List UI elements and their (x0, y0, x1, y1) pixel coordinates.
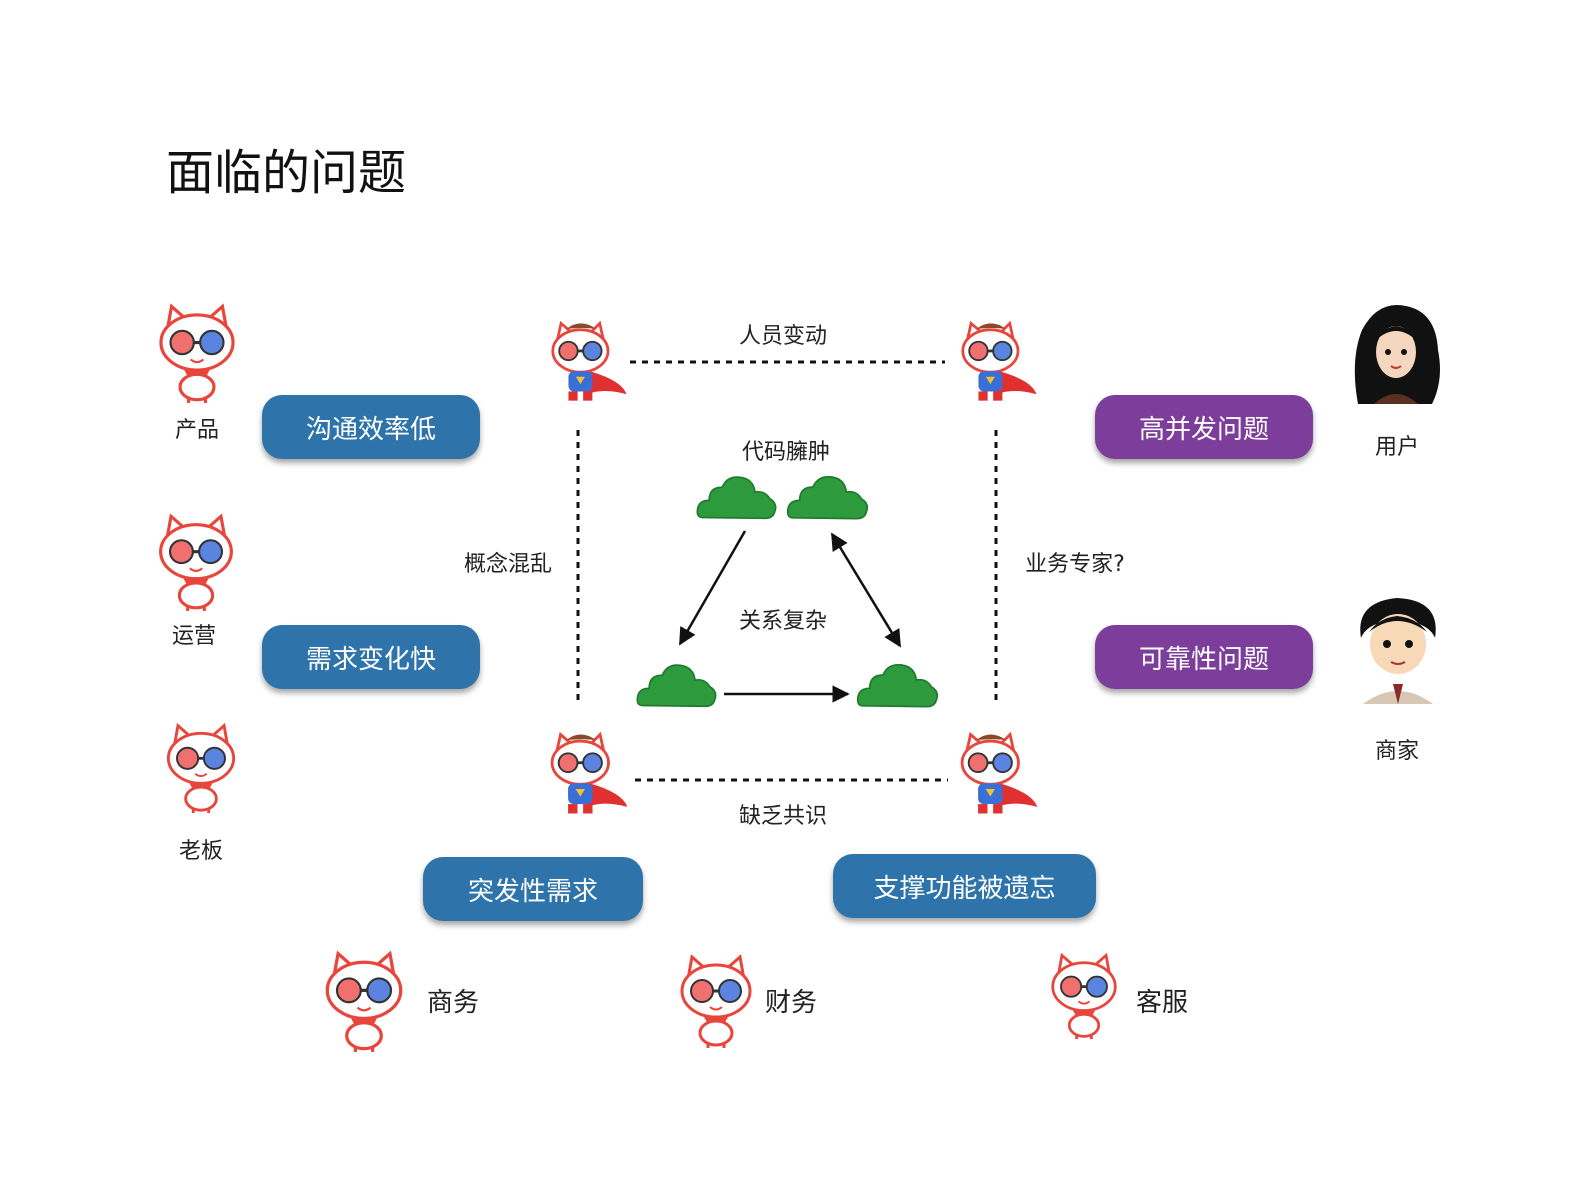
edge-label-right: 业务专家? (1025, 552, 1125, 577)
role-label-finance: 财务 (765, 988, 818, 1018)
edge-label-left: 概念混乱 (463, 552, 553, 577)
stakeholder-label-merchant: 商家 (1374, 739, 1420, 764)
cat-mascot-icon (666, 948, 766, 1050)
role-label-business: 商务 (427, 988, 480, 1018)
problem-pill-requirements: 需求变化快 (262, 625, 480, 689)
stakeholder-label-operations: 运营 (171, 624, 217, 649)
problem-pill-reliability: 可靠性问题 (1095, 625, 1313, 689)
stakeholder-label-product: 产品 (174, 418, 220, 443)
page-title: 面临的问题 (166, 145, 407, 201)
arrow-top-to-left (678, 530, 747, 646)
problem-pill-concurrency: 高并发问题 (1095, 395, 1313, 459)
edge-label-top: 人员变动 (738, 324, 828, 349)
center-label-complexity: 关系复杂 (738, 609, 828, 634)
problem-pill-communication: 沟通效率低 (262, 395, 480, 459)
stakeholder-label-user: 用户 (1374, 435, 1420, 460)
male-merchant-avatar-icon (1360, 598, 1436, 704)
cloud-icon (636, 664, 717, 708)
cloud-icon (696, 476, 777, 520)
stakeholder-label-boss: 老板 (178, 839, 224, 864)
center-label-bloat: 代码臃肿 (741, 440, 831, 465)
cloud-icon (856, 663, 939, 708)
problem-pill-sudden-demand: 突发性需求 (423, 857, 643, 921)
cat-mascot-icon (310, 945, 418, 1053)
female-user-avatar-icon (1354, 305, 1440, 404)
role-label-customer-service: 客服 (1136, 988, 1189, 1018)
cat-mascot-icon (1036, 948, 1132, 1040)
problem-pill-forgotten-support: 支撑功能被遗忘 (833, 854, 1096, 918)
cloud-icon (786, 475, 869, 520)
arrow-top-right-bidirectional (830, 532, 902, 648)
edge-label-bottom: 缺乏共识 (738, 804, 828, 829)
